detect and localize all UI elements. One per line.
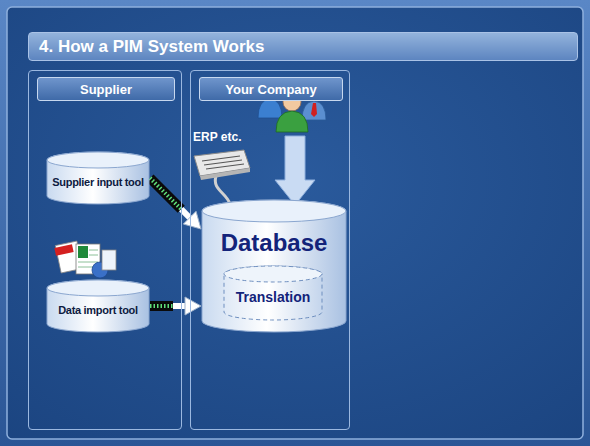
database-cylinder: Supplier input tool	[46, 151, 150, 205]
arrow-head	[183, 211, 201, 229]
panel-title: Supplier	[80, 82, 132, 97]
swimlane-panel: SupplierSupplier input toolData import t…	[28, 70, 182, 430]
cylinder-label: Translation	[223, 283, 323, 312]
cylinder-text: Translation	[236, 290, 311, 305]
slide-ground	[7, 7, 583, 439]
title-text: 4. How a PIM System Works	[39, 37, 264, 57]
swimlane-panel: Your CompanyDatabaseTranslation	[190, 70, 350, 430]
database-cylinder: DatabaseTranslation	[201, 199, 347, 333]
cylinder-text: Supplier input tool	[52, 176, 143, 188]
panel-header: Supplier	[37, 77, 175, 101]
cylinder-label: Data import tool	[46, 297, 150, 324]
cylinder-text: Data import tool	[58, 304, 138, 316]
device-label: ERP etc.	[193, 130, 241, 144]
title-bar: 4. How a PIM System Works	[28, 32, 578, 61]
data-stream	[150, 178, 181, 209]
data-flow-arrow	[150, 178, 201, 229]
file-icons	[54, 241, 116, 278]
cylinder-label: Database	[201, 225, 347, 261]
cylinder-label: Supplier input tool	[46, 169, 150, 196]
database-cylinder: Translation	[223, 265, 323, 321]
arrow-head	[185, 297, 201, 315]
data-stream-bits	[150, 178, 181, 209]
panel-title: Your Company	[225, 82, 317, 97]
erp-device-icon	[194, 150, 250, 204]
panel-header: Your Company	[199, 77, 343, 101]
data-flow-arrow	[150, 297, 201, 315]
cylinder-text: Database	[221, 230, 328, 256]
data-stream	[150, 301, 173, 311]
input-arrow	[275, 136, 315, 205]
database-cylinder: Data import tool	[46, 279, 150, 333]
data-stream-bits	[150, 304, 173, 308]
